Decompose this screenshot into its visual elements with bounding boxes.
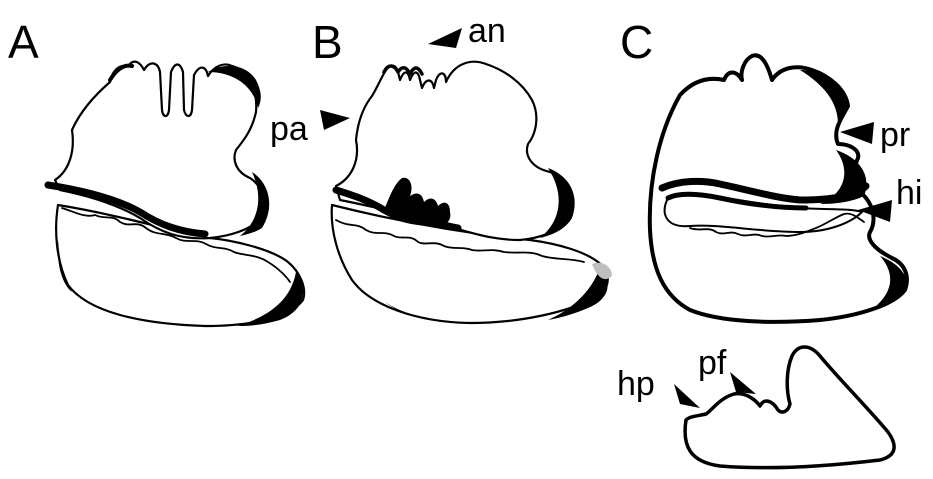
arrowhead-an xyxy=(428,28,462,48)
panel-letter-b: B xyxy=(312,16,343,68)
arrowhead-pa xyxy=(320,110,350,130)
label-pf: pf xyxy=(698,344,727,382)
panel-a: A xyxy=(8,16,304,326)
label-hi: hi xyxy=(896,174,922,212)
panel-letter-c: C xyxy=(620,16,653,68)
arrowhead-hp xyxy=(674,384,700,408)
label-pr: pr xyxy=(880,116,910,154)
label-hp: hp xyxy=(617,365,655,403)
arrowhead-pr xyxy=(840,122,874,144)
panel-letter-a: A xyxy=(8,16,39,68)
panel-c: C xyxy=(620,16,907,468)
label-pa: pa xyxy=(270,110,308,148)
label-an: an xyxy=(468,12,506,50)
arrowhead-pf xyxy=(730,372,756,394)
panel-b: B xyxy=(312,16,612,323)
